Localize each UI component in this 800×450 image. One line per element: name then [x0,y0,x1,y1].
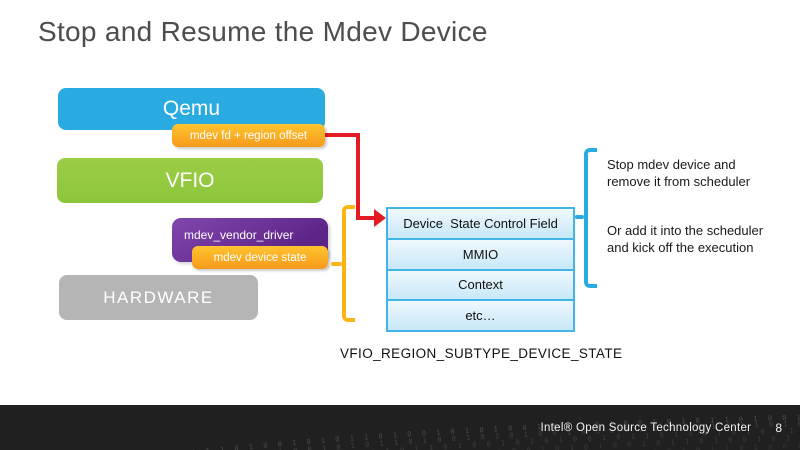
footer-bar: 0 1 0 0 1 0 1 1 0 1 0 0 1 0 1 0 1 1 0 1 … [0,405,800,450]
red-arrow-segment-horizontal-top [325,133,360,137]
qemu-box: Qemu [58,88,325,130]
mdev-device-state-label: mdev device state [213,251,307,264]
page-number: 8 [775,420,782,435]
mdev-fd-region-offset-label: mdev fd + region offset [189,129,308,142]
mdev-vendor-driver-label: mdev_vendor_driver [184,228,294,242]
vfio-label: VFIO [165,168,215,192]
table-row: Device State Control Field [388,209,573,238]
footer-org-label: Intel® Open Source Technology Center [540,421,752,434]
table-row: etc… [388,299,573,330]
red-arrow-segment-horizontal-bottom [356,216,376,220]
stop-note: Stop mdev device and remove it from sche… [607,157,751,190]
device-state-region-table: Device State Control Field MMIO Context … [386,207,575,332]
slide-title: Stop and Resume the Mdev Device [38,16,488,47]
gold-bracket [342,205,355,322]
blue-bracket-middle-tick [575,215,584,219]
hardware-label: HARDWARE [103,287,214,307]
blue-bracket [584,148,597,288]
gold-bracket-middle-tick [331,262,342,266]
mdev-device-state-tag: mdev device state [192,246,328,269]
region-subtype-caption: VFIO_REGION_SUBTYPE_DEVICE_STATE [340,346,623,361]
table-row: MMIO [388,237,573,269]
binary-swirl-pattern: 0 1 0 0 1 0 1 1 0 1 0 0 1 0 1 0 1 1 0 1 … [0,405,800,450]
table-row: Context [388,268,573,300]
red-arrowhead-icon [374,209,386,227]
red-arrow-segment-vertical [356,133,360,220]
hardware-box: HARDWARE [59,275,258,320]
mdev-fd-region-offset-tag: mdev fd + region offset [172,124,325,147]
resume-note: Or add it into the scheduler and kick of… [607,223,764,256]
vfio-box: VFIO [57,158,323,203]
qemu-label: Qemu [162,97,221,120]
